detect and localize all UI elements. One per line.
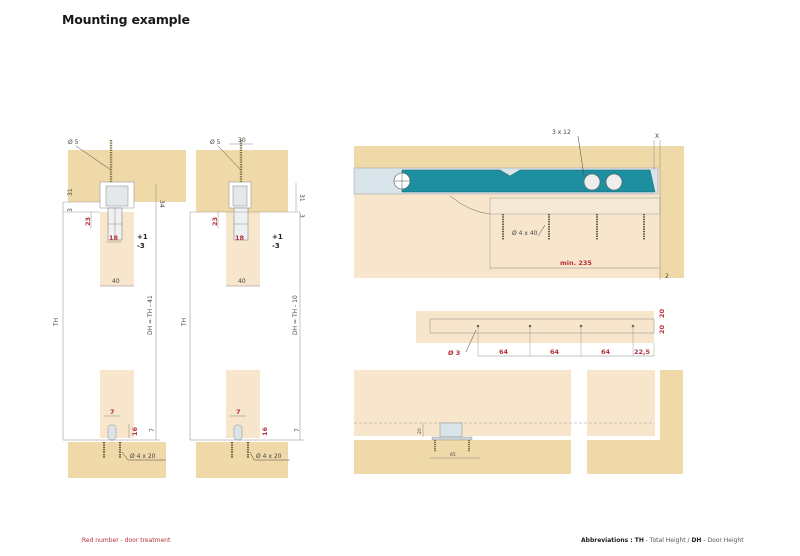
floor-guide [107,424,117,441]
svg-text:64: 64 [499,348,509,356]
svg-text:30: 30 [238,137,246,144]
svg-text:65: 65 [450,452,456,458]
svg-text:Ø 3: Ø 3 [448,349,460,357]
svg-text:31: 31 [67,188,74,196]
svg-text:20: 20 [658,324,666,334]
svg-text:Ø 5: Ø 5 [210,139,221,146]
door-bottom [100,370,134,438]
door-strip-view: Ø 3 64 64 64 22,5 20 20 [416,308,666,357]
svg-text:31: 31 [298,194,305,202]
top-right-view: Ø 4 x 40 3 x 12 X min. 235 2 [353,129,684,280]
svg-text:16: 16 [131,426,139,436]
middle-view: Ø 5 30 31 3 23 18 +1 -3 40 TH DH = TH - … [181,137,305,478]
bottom-view: 65 20 [354,370,683,474]
door-bracket [489,197,661,215]
svg-text:20: 20 [417,428,423,434]
page-title: Mounting example [62,12,190,27]
svg-text:7: 7 [294,428,301,432]
abbreviations: Abbreviations : TH - Total Height / DH -… [581,537,744,544]
svg-text:Ø 4 x 40: Ø 4 x 40 [512,230,538,237]
svg-text:18: 18 [235,234,245,242]
svg-text:3 x 12: 3 x 12 [552,129,571,136]
abbr-dh-text: - Door Height [701,537,744,544]
svg-text:Ø 5: Ø 5 [68,139,79,146]
svg-text:DH = TH - 10: DH = TH - 10 [292,295,299,335]
svg-text:-3: -3 [272,242,280,250]
svg-text:+1: +1 [137,233,148,241]
svg-text:18: 18 [109,234,119,242]
svg-text:7: 7 [236,408,241,416]
svg-text:X: X [655,133,659,140]
svg-text:16: 16 [261,426,269,436]
svg-text:23: 23 [211,217,219,226]
svg-text:20: 20 [658,308,666,318]
svg-text:+1: +1 [272,233,283,241]
floor-guide [439,422,463,438]
svg-text:7: 7 [149,428,156,432]
svg-text:3: 3 [67,208,74,212]
svg-text:Ø 4 x 20: Ø 4 x 20 [130,453,156,460]
svg-text:-3: -3 [137,242,145,250]
svg-text:22,5: 22,5 [634,348,651,356]
svg-text:Ø 4 x 20: Ø 4 x 20 [256,453,282,460]
abbr-th: TH [634,537,644,544]
svg-text:TH: TH [53,318,60,327]
legend-red-number: Red number - door treatment [82,537,171,544]
abbr-label: Abbreviations : [581,537,635,544]
svg-text:23: 23 [84,217,92,226]
svg-text:7: 7 [110,408,115,416]
svg-text:3: 3 [298,214,305,218]
svg-text:min. 235: min. 235 [560,259,592,267]
svg-text:40: 40 [112,278,120,285]
left-view: Ø 5 31 3 34 23 18 +1 -3 40 TH DH = TH - … [53,139,186,478]
svg-text:64: 64 [601,348,611,356]
svg-text:DH = TH - 41: DH = TH - 41 [147,295,154,335]
svg-text:2: 2 [665,273,669,280]
svg-text:TH: TH [181,318,188,327]
svg-text:64: 64 [550,348,560,356]
svg-text:40: 40 [238,278,246,285]
svg-text:34: 34 [158,200,165,208]
abbr-th-text: - Total Height / [643,537,692,544]
abbr-dh: DH [691,537,702,544]
